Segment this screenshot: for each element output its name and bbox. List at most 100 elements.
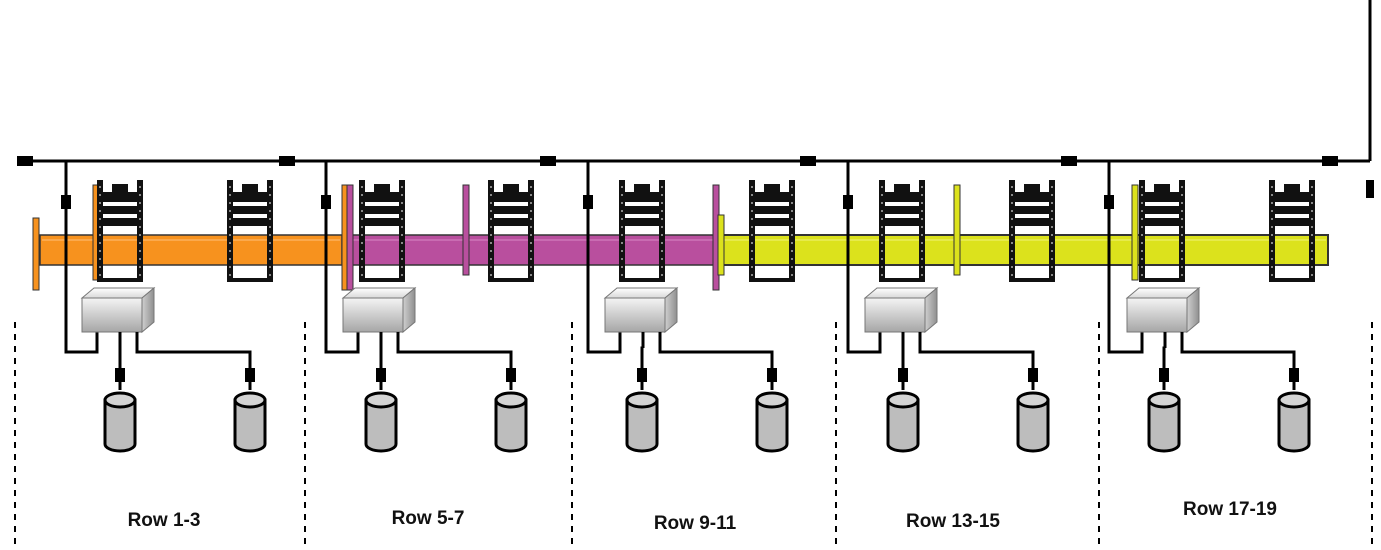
database-body bbox=[233, 398, 267, 453]
rack-hole bbox=[791, 194, 793, 196]
rack-tray bbox=[1145, 184, 1179, 202]
rack-shelf bbox=[1145, 218, 1179, 226]
rack-hole bbox=[530, 258, 532, 260]
rack-hole bbox=[1051, 242, 1053, 244]
disk-connector bbox=[506, 368, 516, 382]
rack-hole bbox=[1141, 194, 1143, 196]
rack-post bbox=[619, 180, 625, 282]
rack-hole bbox=[139, 202, 141, 204]
rack-hole bbox=[269, 186, 271, 188]
disk-connector bbox=[245, 368, 255, 382]
rack-hole bbox=[1181, 258, 1183, 260]
rack-hole bbox=[401, 242, 403, 244]
rack-hole bbox=[881, 266, 883, 268]
rack-hole bbox=[791, 218, 793, 220]
rack-hole bbox=[139, 242, 141, 244]
rack-hole bbox=[1141, 218, 1143, 220]
row-end-plate bbox=[32, 217, 40, 291]
server-rack-icon bbox=[749, 180, 795, 282]
rack-hole bbox=[1141, 202, 1143, 204]
rack-hole bbox=[661, 218, 663, 220]
rack-hole bbox=[490, 266, 492, 268]
database-icon bbox=[886, 391, 920, 453]
rack-hole bbox=[99, 250, 101, 252]
rack-post bbox=[919, 180, 925, 282]
rack-foot bbox=[359, 278, 405, 282]
rack-post bbox=[1179, 180, 1185, 282]
row-end-plate bbox=[346, 184, 354, 291]
server-rack-icon bbox=[1009, 180, 1055, 282]
rack-hole bbox=[921, 218, 923, 220]
rack-hole bbox=[269, 250, 271, 252]
rack-hole bbox=[1311, 242, 1313, 244]
disk-line bbox=[658, 332, 774, 390]
database-body bbox=[494, 398, 528, 453]
rack-foot bbox=[749, 278, 795, 282]
rack-post bbox=[1309, 180, 1315, 282]
rack-hole bbox=[361, 242, 363, 244]
rack-hole bbox=[361, 258, 363, 260]
rack-post bbox=[267, 180, 273, 282]
rack-hole bbox=[621, 234, 623, 236]
rack-hole bbox=[1181, 250, 1183, 252]
uplink-connector bbox=[1366, 180, 1374, 198]
storage-unit-group bbox=[583, 161, 789, 453]
rack-post bbox=[488, 180, 494, 282]
database-icon bbox=[364, 391, 398, 453]
storage-unit-group bbox=[321, 161, 528, 453]
rack-post bbox=[879, 180, 885, 282]
rack-hole bbox=[661, 242, 663, 244]
rack-hole bbox=[791, 242, 793, 244]
database-icon bbox=[625, 391, 659, 453]
rack-hole bbox=[1011, 186, 1013, 188]
rack-hole bbox=[530, 274, 532, 276]
rack-hole bbox=[401, 274, 403, 276]
row-label-5: Row 17-19 bbox=[1183, 499, 1277, 520]
rack-hole bbox=[1271, 266, 1273, 268]
rack-hole bbox=[490, 218, 492, 220]
disk-line bbox=[1180, 332, 1296, 390]
rack-hole bbox=[490, 242, 492, 244]
rack-hole bbox=[530, 194, 532, 196]
bus-connector bbox=[800, 156, 816, 166]
rack-hole bbox=[401, 234, 403, 236]
rack-row-bars bbox=[32, 184, 1329, 291]
rack-hole bbox=[229, 250, 231, 252]
rack-hole bbox=[751, 242, 753, 244]
row-label-1: Row 1-3 bbox=[127, 510, 201, 531]
rack-hole bbox=[881, 258, 883, 260]
database-body bbox=[103, 398, 137, 453]
rack-hole bbox=[1271, 194, 1273, 196]
section-dividers bbox=[14, 322, 1373, 550]
rack-hole bbox=[791, 274, 793, 276]
drop-connector bbox=[1104, 195, 1114, 209]
rack-hole bbox=[361, 266, 363, 268]
drop-connector bbox=[321, 195, 331, 209]
rack-hole bbox=[99, 210, 101, 212]
rack-hole bbox=[921, 234, 923, 236]
rack-hole bbox=[1311, 250, 1313, 252]
rack-hole bbox=[401, 258, 403, 260]
rack-hole bbox=[661, 194, 663, 196]
database-body bbox=[364, 398, 398, 453]
rack-hole bbox=[921, 194, 923, 196]
rack-tray bbox=[233, 184, 267, 202]
rack-hole bbox=[1011, 218, 1013, 220]
rack-hole bbox=[1311, 258, 1313, 260]
rack-hole bbox=[751, 266, 753, 268]
database-top bbox=[625, 391, 659, 409]
database-icon bbox=[1277, 391, 1311, 453]
database-body bbox=[755, 398, 789, 453]
server-rack-icon bbox=[227, 180, 273, 282]
rack-hole bbox=[490, 258, 492, 260]
rack-hole bbox=[661, 234, 663, 236]
database-icon bbox=[1147, 391, 1181, 453]
rack-hole bbox=[361, 194, 363, 196]
rack-hole bbox=[361, 218, 363, 220]
rack-hole bbox=[490, 194, 492, 196]
database-icon bbox=[755, 391, 789, 453]
rack-hole bbox=[99, 266, 101, 268]
rack-hole bbox=[139, 194, 141, 196]
rack-hole bbox=[1141, 274, 1143, 276]
